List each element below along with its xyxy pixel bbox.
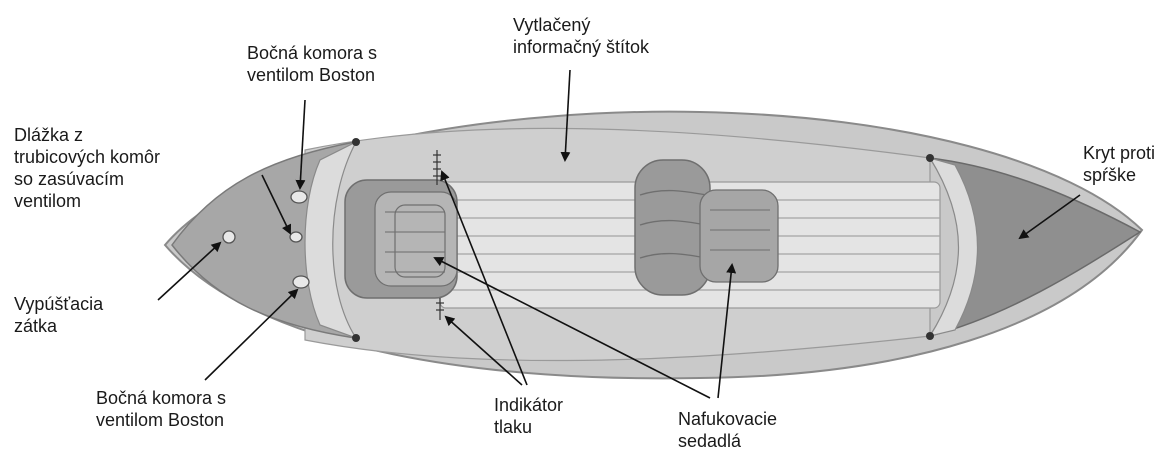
leader-pressure-indicator-a bbox=[440, 170, 528, 386]
label-side-chamber-top: Bočná komora s ventilom Boston bbox=[247, 43, 378, 85]
leader-drain-plug bbox=[157, 241, 222, 301]
leader-floor bbox=[261, 174, 292, 235]
leader-seats-b bbox=[717, 263, 737, 399]
label-inflatable-seats: Nafukovacie sedadlá bbox=[678, 409, 778, 451]
valves bbox=[222, 190, 310, 289]
pressure-indicator-marks bbox=[433, 150, 444, 320]
label-floor: Dlážka z trubicových komôr so zasúvacím … bbox=[14, 125, 161, 211]
leader-seats-a bbox=[433, 257, 711, 399]
label-pressure-indicator: Indikátor tlaku bbox=[494, 395, 564, 437]
label-side-chamber-bottom: Bočná komora s ventilom Boston bbox=[96, 388, 227, 430]
leader-lines bbox=[157, 69, 1081, 399]
label-spray-cover: Kryt proti spŕške bbox=[1083, 143, 1156, 185]
front-seat bbox=[344, 179, 458, 299]
leader-side-chamber-top bbox=[295, 99, 306, 190]
front-coaming bbox=[304, 140, 358, 340]
leader-pressure-indicator-b bbox=[444, 315, 523, 386]
rear-coaming bbox=[928, 157, 979, 337]
leader-printed-label bbox=[560, 69, 571, 162]
leader-spray-cover bbox=[1018, 194, 1081, 240]
label-drain-plug: Vypúšťacia zátka bbox=[14, 294, 104, 336]
rear-seat bbox=[634, 159, 779, 296]
corner-fittings bbox=[352, 138, 934, 342]
label-printed-label: Vytlačený informačný štítok bbox=[513, 15, 650, 57]
leader-side-chamber-bottom bbox=[204, 288, 299, 381]
